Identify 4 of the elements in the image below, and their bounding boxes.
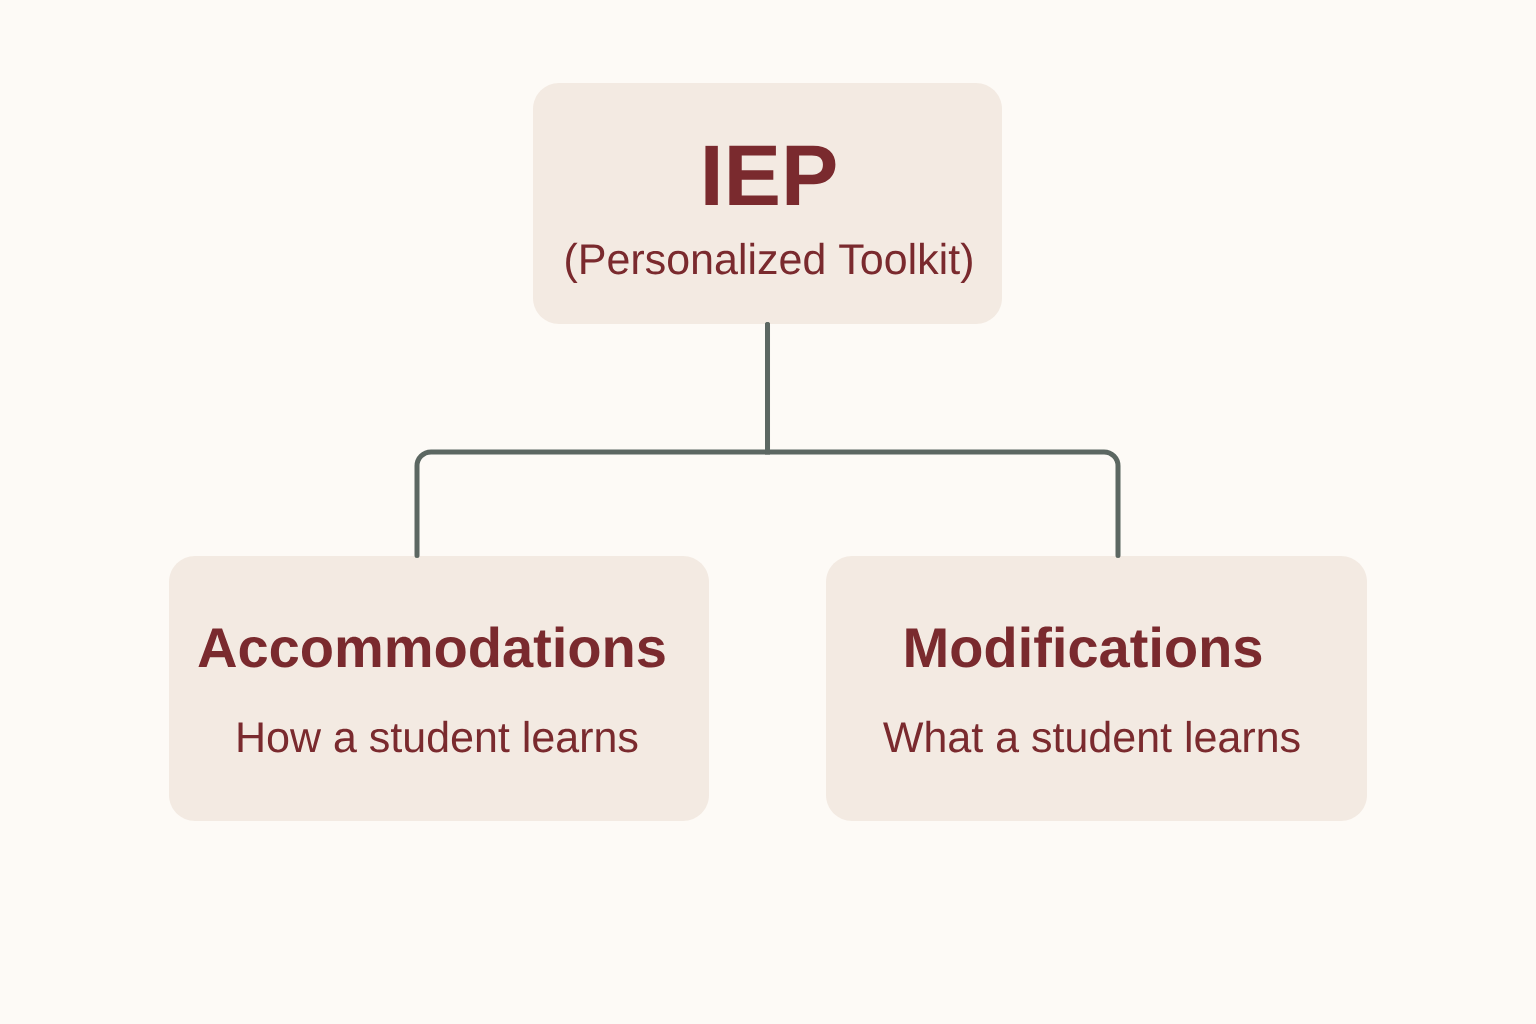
connector-line: [765, 321, 1121, 559]
rounded-box: Accommodations How a student learns: [169, 556, 709, 821]
rounded-box: Modifications What a student learns: [826, 556, 1367, 821]
rounded-box: IEP (Personalized Toolkit): [533, 83, 1002, 324]
